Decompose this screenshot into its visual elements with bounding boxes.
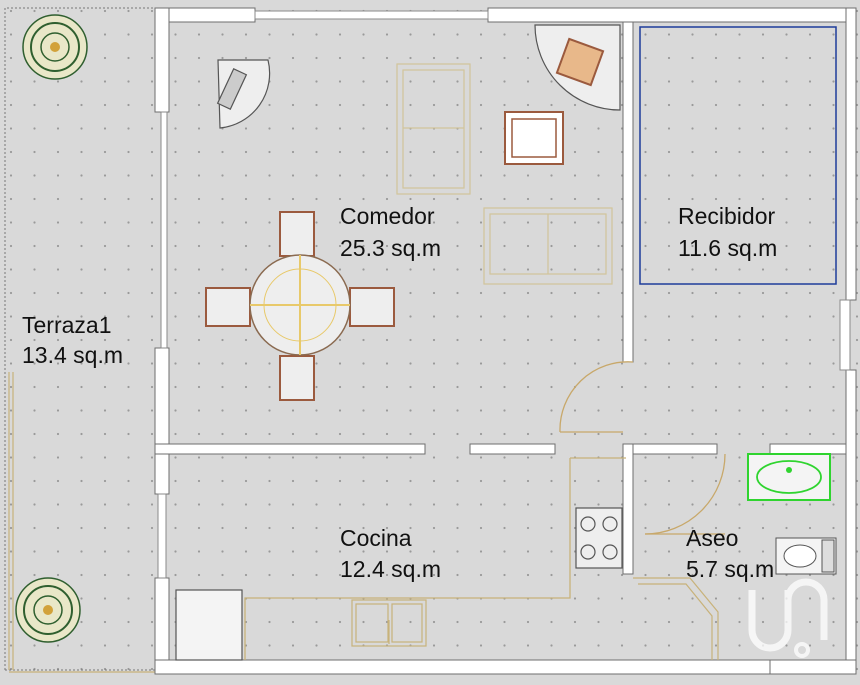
toilet-icon xyxy=(775,537,837,575)
windows xyxy=(157,10,851,579)
side-table-icon xyxy=(504,111,564,165)
room-label-cocina-area: 12.4 sq.m xyxy=(340,556,441,582)
room-label-recibidor-name: Recibidor xyxy=(678,203,775,229)
shower-icon xyxy=(633,577,719,660)
walls xyxy=(154,7,857,675)
armchair-icon xyxy=(534,24,621,111)
terrace-railing xyxy=(8,372,155,673)
room-label-cocina-name: Cocina xyxy=(340,525,412,551)
room-label-recibidor-area: 11.6 sq.m xyxy=(678,235,777,261)
room-label-aseo-name: Aseo xyxy=(686,525,738,551)
room-label-comedor-area: 25.3 sq.m xyxy=(340,235,441,261)
sofa-icon xyxy=(483,207,613,285)
watermark-logo xyxy=(748,578,828,658)
sofa-icon xyxy=(396,63,471,195)
dining-table-icon xyxy=(205,211,395,401)
plant-icon xyxy=(22,14,88,80)
kitchen-counter xyxy=(244,457,626,660)
bathtub-icon xyxy=(747,453,831,501)
room-label-terraza-area: 13.4 sq.m xyxy=(22,342,123,368)
room-label-aseo-area: 5.7 sq.m xyxy=(686,556,774,582)
stove-icon xyxy=(575,507,623,569)
room-label-comedor-name: Comedor xyxy=(340,203,435,229)
door-arcs xyxy=(559,361,726,535)
sink-icon xyxy=(351,599,427,647)
room-label-terraza-name: Terraza1 xyxy=(22,312,111,338)
recibidor-outline xyxy=(639,26,837,285)
tv-icon xyxy=(216,59,271,129)
fridge-icon xyxy=(175,589,243,661)
plant-icon xyxy=(15,577,81,643)
